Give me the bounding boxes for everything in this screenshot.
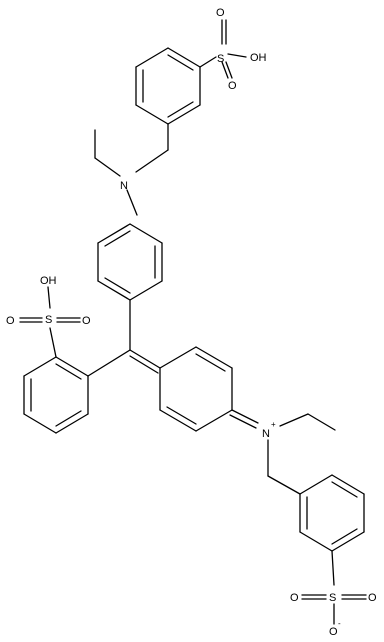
iminium-double-bond-a <box>231 409 259 424</box>
ortho-hydroxyl-label: OH <box>40 275 57 287</box>
ortho-sulfur-oxygen-1-label: O <box>6 315 15 327</box>
top-benzene-ring <box>135 47 201 125</box>
middle-benzene-ring <box>97 223 163 301</box>
sulfonate-charge-label: - <box>338 619 341 628</box>
ortho-sulfur-label: S <box>45 314 52 326</box>
amine-ethyl-group <box>94 129 121 177</box>
central-carbon-double-bond-a <box>129 349 161 369</box>
iminium-double-bond-b <box>229 414 257 429</box>
central-carbon-double-bond-b <box>129 355 159 374</box>
top-sulfonic-acid-group <box>199 19 247 79</box>
iminium-ethyl-group <box>279 413 336 431</box>
quinoid-ring <box>159 346 233 432</box>
sulfonate-group <box>301 550 367 625</box>
amine-aryl-bond <box>126 189 138 216</box>
bottom-benzene-ring <box>299 474 365 552</box>
top-sulfur-oxygen-2-label: O <box>228 80 237 92</box>
sulfonate-oxide-label: O <box>329 626 338 638</box>
top-sulfur-oxygen-1-label: O <box>216 7 225 19</box>
ortho-sulfur-oxygen-2-label: O <box>82 315 91 327</box>
sulfonate-oxygen-1-label: O <box>290 592 299 604</box>
top-sulfur-label: S <box>217 53 224 65</box>
iminium-charge-label: + <box>271 420 276 429</box>
bottom-benzyl-bond <box>267 475 301 495</box>
sulfonate-sulfur-label: S <box>329 592 336 604</box>
sulfonate-oxygen-2-label: O <box>368 592 377 604</box>
ortho-sulfonic-acid-group <box>19 286 81 358</box>
top-hydroxyl-label: OH <box>250 52 267 64</box>
amine-nitrogen-label: N <box>120 180 128 192</box>
iminium-nitrogen-label: N <box>262 428 270 440</box>
top-benzyl-ch2-n-bond <box>135 149 169 173</box>
left-benzene-ring <box>23 356 89 434</box>
central-carbon-bond-left <box>87 349 131 377</box>
